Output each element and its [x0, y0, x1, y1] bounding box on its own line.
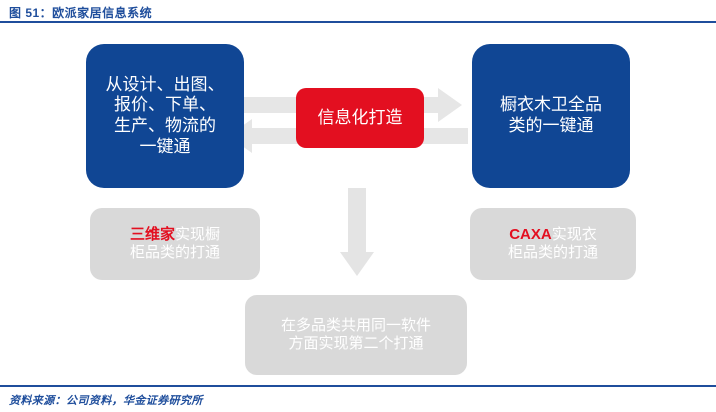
diagram-node-bottom-gray-label: 在多品类共用同一软件 方面实现第二个打通 [280, 316, 431, 352]
brand-label-caxa: CAXA [509, 225, 552, 243]
arrow-down-icon-head [340, 252, 374, 276]
diagram-node-right-gray: CAXA实现衣 柜品类的打通 [470, 208, 636, 280]
diagram-node-left-gray-label: 实现橱 柜品类的打通 [129, 225, 221, 261]
diagram-node-left-gray: 三维家实现橱 柜品类的打通 [90, 208, 260, 280]
footer-divider [0, 385, 716, 387]
diagram-node-center-red-label: 信息化打造 [317, 107, 403, 127]
arrow-down-icon-tail [348, 188, 366, 254]
diagram-node-right-blue: 橱衣木卫全品 类的一键通 [472, 44, 630, 188]
diagram-node-left-blue: 从设计、出图、 报价、下单、 生产、物流的 一键通 [86, 44, 244, 188]
page-title: 图 51：欧派家居信息系统 [9, 6, 153, 20]
diagram-node-right-blue-label: 橱衣木卫全品 类的一键通 [500, 95, 602, 135]
arrow-right-icon-head [438, 88, 462, 122]
title-divider [0, 21, 716, 23]
diagram-node-center-red: 信息化打造 [296, 88, 424, 148]
diagram-node-left-blue-label: 从设计、出图、 报价、下单、 生产、物流的 一键通 [105, 74, 225, 156]
diagram-node-left-gray-content: 三维家实现橱 柜品类的打通 [130, 226, 220, 263]
diagram-node-bottom-gray: 在多品类共用同一软件 方面实现第二个打通 [245, 295, 467, 375]
diagram-node-right-gray-content: CAXA实现衣 柜品类的打通 [508, 226, 598, 263]
brand-label-sanweijia: 三维家 [129, 225, 175, 243]
diagram-node-right-gray-label: 实现衣 柜品类的打通 [507, 225, 598, 261]
source-note: 资料来源：公司资料，华金证券研究所 [9, 395, 203, 407]
